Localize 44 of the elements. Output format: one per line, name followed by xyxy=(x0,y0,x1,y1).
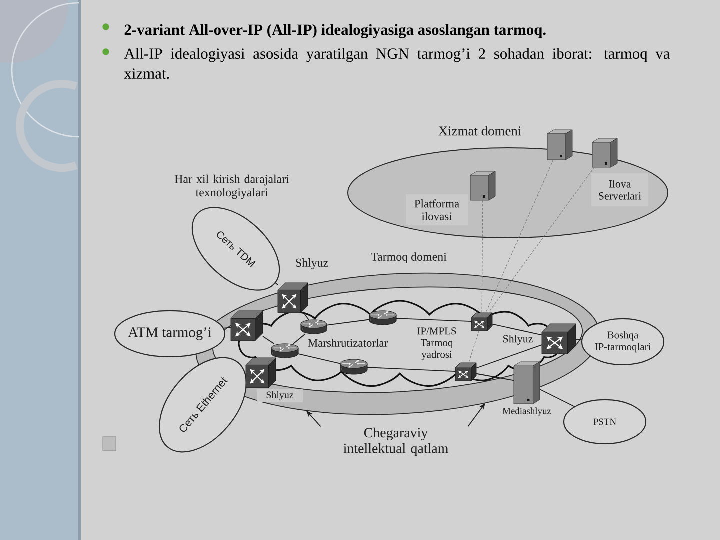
switch-icon xyxy=(278,282,308,314)
connector-line xyxy=(492,324,542,336)
connector-line xyxy=(293,334,306,344)
label-box: Shlyuz xyxy=(257,389,303,402)
device-label: Mediashlyuz xyxy=(502,408,552,416)
connector-line xyxy=(367,367,456,372)
connector-line xyxy=(476,344,542,369)
label-box: Platforma ilovasi xyxy=(406,194,468,226)
domain-heading: Tarmoq domeni xyxy=(371,252,447,264)
server-icon xyxy=(470,171,496,201)
dashed-line xyxy=(486,160,554,314)
switch-icon xyxy=(230,310,264,342)
connector-line xyxy=(274,282,278,286)
switch-icon xyxy=(455,362,477,382)
label-box: Ilova Serverlari xyxy=(592,173,648,206)
router-icon xyxy=(300,320,328,334)
connector-line xyxy=(540,389,576,408)
dashed-line xyxy=(482,200,484,314)
device-label: Shlyuz xyxy=(296,258,328,270)
connector-line xyxy=(303,312,310,320)
switch-icon xyxy=(471,312,493,332)
router-icon xyxy=(369,310,397,326)
router-icon xyxy=(271,344,299,358)
connector-line xyxy=(222,327,232,329)
router-icon xyxy=(340,359,368,375)
server-icon xyxy=(547,130,573,160)
device-label: Shlyuz xyxy=(504,335,533,345)
connector-line xyxy=(326,319,370,326)
server-icon xyxy=(592,138,618,168)
dashed-line xyxy=(468,330,480,364)
switch-icon xyxy=(542,324,576,354)
switch-icon xyxy=(246,358,276,388)
connector-line xyxy=(396,318,472,322)
callout-text: Chegaraviy intellektual qatlam xyxy=(344,428,448,456)
bullet-heading: 2-variant All-over-IP (All-IP) idealogiyasiga asoslangan tarmoq. xyxy=(124,24,546,38)
connector-line xyxy=(476,373,514,382)
bullet-text: All-IP idealogiyasi asosida yaratilgan NGN tarmog’i 2 sohadan iborat: tarmoq va xizmat. xyxy=(124,48,670,80)
connector-line xyxy=(576,339,583,341)
annotation-text: Marshrutizatorlar xyxy=(308,338,388,348)
domain-heading: Xizmat domeni xyxy=(438,126,522,136)
server-icon xyxy=(514,362,540,404)
connector-line xyxy=(298,354,341,364)
connector-line xyxy=(262,336,275,344)
dashed-line xyxy=(488,167,595,314)
